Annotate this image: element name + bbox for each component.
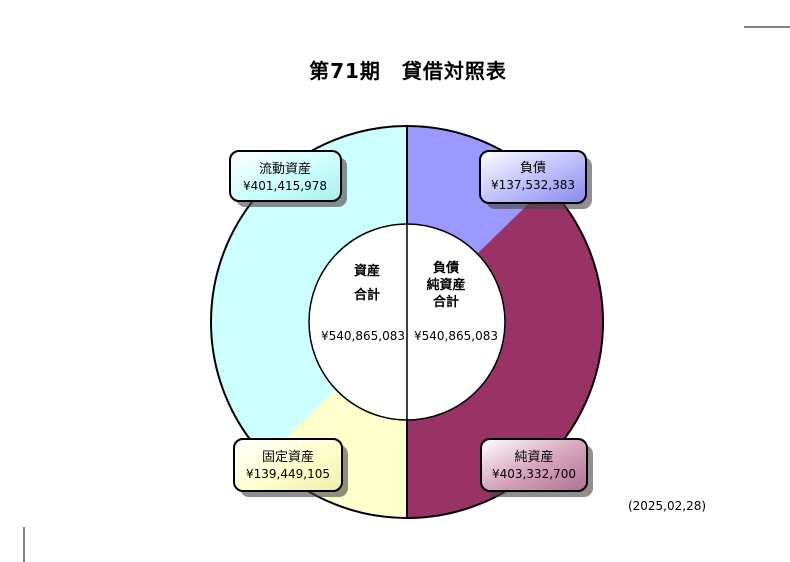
center-right-title-line-1: 負債 xyxy=(433,260,459,276)
label-net-assets: 純資産 ¥403,332,700 xyxy=(480,438,593,497)
center-right-title-line-2: 純資産 xyxy=(426,277,465,293)
center-right-value: ¥540,865,083 xyxy=(414,329,498,343)
center-left-title-line-2: 合計 xyxy=(354,287,380,303)
label-current-assets: 流動資産 ¥401,415,978 xyxy=(229,150,347,207)
slice-current-assets xyxy=(211,126,407,458)
chart-title: 第71期 貸借対照表 xyxy=(309,59,507,83)
center-left-value: ¥540,865,083 xyxy=(321,329,405,343)
label-liabilities-value: ¥137,532,383 xyxy=(491,178,575,192)
label-net-assets-name: 純資産 xyxy=(514,449,553,465)
label-fixed-assets-name: 固定資産 xyxy=(262,449,314,465)
label-fixed-assets-value: ¥139,449,105 xyxy=(246,467,330,481)
label-liabilities: 負債 ¥137,532,383 xyxy=(479,150,592,209)
center-right-title-line-3: 合計 xyxy=(433,294,459,310)
label-current-assets-value: ¥401,415,978 xyxy=(243,179,327,193)
label-net-assets-value: ¥403,332,700 xyxy=(492,467,576,481)
slice-net-assets xyxy=(407,185,603,518)
label-fixed-assets: 固定資産 ¥139,449,105 xyxy=(233,438,348,497)
label-liabilities-name: 負債 xyxy=(520,161,546,176)
balance-date: (2025,02,28) xyxy=(628,499,706,513)
center-left-title-line-1: 資産 xyxy=(354,263,380,279)
label-current-assets-name: 流動資産 xyxy=(259,161,311,177)
